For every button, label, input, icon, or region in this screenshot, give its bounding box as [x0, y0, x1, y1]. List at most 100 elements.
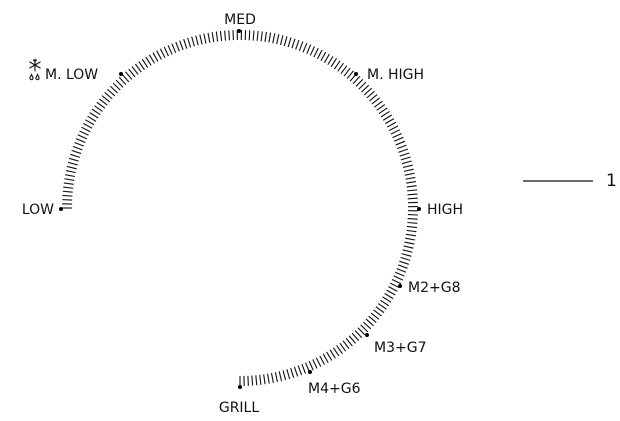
position-dots	[59, 29, 421, 389]
dial-tick	[65, 170, 76, 174]
dial-tick	[401, 160, 412, 165]
dial-tick	[382, 114, 393, 121]
dial-tick	[400, 156, 411, 161]
dial-tick	[276, 34, 280, 45]
dial-tick	[343, 67, 351, 77]
dial-tick	[278, 371, 283, 382]
dial-tick	[320, 51, 327, 62]
dial-tick	[362, 321, 372, 330]
dial-tick	[293, 366, 299, 377]
dial-tick	[219, 31, 223, 42]
dial-tick	[131, 66, 139, 75]
dial-tick	[279, 35, 284, 46]
dial-tick-arc	[62, 30, 418, 386]
dial-tick	[282, 370, 287, 381]
dial-tick	[67, 161, 78, 166]
dot-m3g7	[365, 333, 369, 337]
dial-tick	[390, 129, 401, 135]
callout-number: 1	[606, 171, 617, 191]
dial-tick	[384, 118, 395, 125]
dial-tick	[336, 345, 343, 354]
dial-tick	[357, 327, 366, 336]
dial-tick	[376, 104, 386, 111]
dial-tick	[354, 330, 363, 339]
dial-tick	[301, 363, 307, 374]
dial-tick	[252, 30, 255, 41]
dial-tick	[272, 33, 276, 44]
dial-tick	[396, 144, 407, 150]
dial-tick	[355, 78, 364, 87]
dial-tick	[187, 37, 192, 48]
dial-tick	[407, 218, 418, 220]
dial-tick	[260, 31, 263, 42]
dial-tick	[183, 38, 188, 49]
dial-tick	[138, 61, 145, 71]
callout-1: 1	[523, 171, 617, 191]
dial-tick	[348, 335, 357, 344]
dial-tick	[62, 190, 73, 193]
dial-tick	[134, 63, 142, 73]
dial-tick	[316, 49, 323, 60]
dial-tick	[386, 121, 397, 128]
dial-tick	[406, 229, 417, 233]
dial-tick	[373, 309, 382, 317]
dial-tick	[81, 126, 91, 133]
dial-tick	[329, 349, 336, 359]
dial-tick	[290, 368, 295, 378]
dial-tick	[101, 95, 111, 103]
label-mhigh: M. HIGH	[367, 67, 424, 83]
dial-tick	[270, 372, 274, 383]
dial-tick	[405, 233, 416, 237]
dial-tick	[91, 108, 101, 116]
dial-tick	[79, 130, 89, 136]
dial-tick	[156, 50, 162, 60]
dial-tick	[104, 91, 113, 100]
dial-tick	[112, 82, 121, 91]
dial-tick	[405, 237, 416, 241]
dot-m4g6	[308, 370, 312, 374]
dial-tick	[291, 38, 296, 49]
dial-tick	[345, 337, 353, 347]
label-m4g6: M4+G6	[308, 381, 361, 397]
dial-tick	[175, 41, 180, 52]
dial-tick	[75, 138, 86, 143]
dot-low	[59, 207, 63, 211]
dial-tick	[207, 32, 211, 43]
dial-tick	[107, 88, 116, 97]
dial-tick	[306, 44, 312, 55]
dial-tick	[274, 372, 278, 383]
dial-tick	[394, 271, 405, 277]
dial-tick	[363, 87, 373, 96]
dial-tick	[264, 31, 268, 42]
dial-tick	[152, 52, 159, 62]
dial-tick	[337, 62, 344, 72]
dial-tick	[371, 97, 381, 105]
dial-tick	[315, 357, 322, 367]
label-mlow: M. LOW	[45, 67, 98, 83]
dial-tick	[388, 125, 399, 132]
dial-tick	[167, 44, 173, 55]
dial-tick	[402, 164, 413, 169]
defrost-icon	[29, 58, 41, 81]
dial-tick	[366, 90, 375, 99]
dial-tick	[333, 60, 341, 70]
dial-tick	[297, 365, 303, 376]
dial-tick	[66, 165, 77, 170]
dial-tick	[211, 32, 215, 43]
label-med: MED	[224, 12, 256, 28]
dial-tick	[401, 253, 412, 257]
dial-tick	[360, 324, 369, 333]
dial-tick	[199, 34, 203, 45]
dot-m2g8	[398, 284, 402, 288]
dial-tick	[309, 46, 316, 56]
dial-tick	[94, 105, 103, 112]
dial-tick	[312, 359, 318, 369]
dial-tick	[268, 32, 272, 43]
dial-tick	[70, 153, 80, 158]
dial-tick	[398, 148, 409, 153]
dial-tick	[375, 306, 385, 314]
dial-tick	[305, 362, 310, 373]
dial-tick	[96, 101, 106, 109]
dial-tick	[384, 293, 394, 300]
label-low: LOW	[22, 202, 54, 218]
